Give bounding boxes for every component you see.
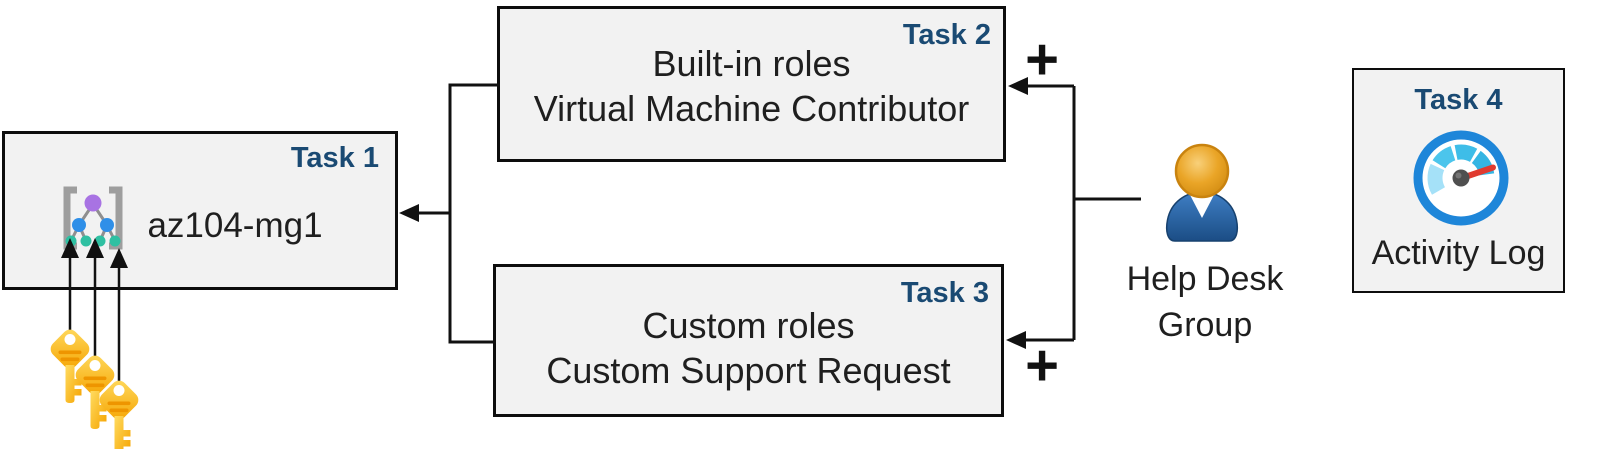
key-icon [99,380,139,449]
actor-line2: Group [1157,306,1253,344]
tree-node-mid [100,218,114,232]
plus-task2: + [1025,27,1059,92]
task2-box: Task 2 Built-in roles Virtual Machine Co… [497,6,1006,162]
person-icon [1165,143,1239,242]
tree-node-mid [72,218,86,232]
task2-line2: Virtual Machine Contributor [533,88,970,129]
key-icon [75,355,115,429]
task3-line1: Custom roles [642,305,855,346]
task3-label: Task 3 [900,277,989,309]
person-shirt [1189,193,1215,218]
key-icon [50,329,90,403]
activity-log-gauge-icon [1413,130,1509,226]
actor-label: Help Desk Group [1115,256,1295,348]
person-head [1174,143,1230,199]
arrow-to-task1-head [399,204,419,222]
gauge-hub-highlight [1455,172,1462,179]
gauge-hub [1452,169,1470,187]
gauge-arc-segments [1427,144,1495,195]
task4-caption: Activity Log [1371,234,1546,272]
task2-label: Task 2 [902,19,991,51]
task1-label: Task 1 [290,142,379,174]
task3-box: Task 3 Custom roles Custom Support Reque… [493,264,1004,417]
task2-text: Built-in roles Virtual Machine Contribut… [500,41,1003,131]
task3-text: Custom roles Custom Support Request [496,303,1001,393]
tree-node-root [84,194,102,212]
task1-title: az104-mg1 [147,206,323,245]
plus-task3: + [1025,333,1059,398]
task4-box: Task 4 Activity Log [1352,68,1565,293]
task3-line2: Custom Support Request [546,350,951,391]
task2-line1: Built-in roles [652,43,851,84]
task1-box: Task 1 az104-mg1 [2,131,398,290]
actor-line1: Help Desk [1126,260,1284,298]
three-keys-icon [50,329,139,449]
task4-label: Task 4 [1414,84,1503,116]
tree-node-leaf [109,235,121,247]
